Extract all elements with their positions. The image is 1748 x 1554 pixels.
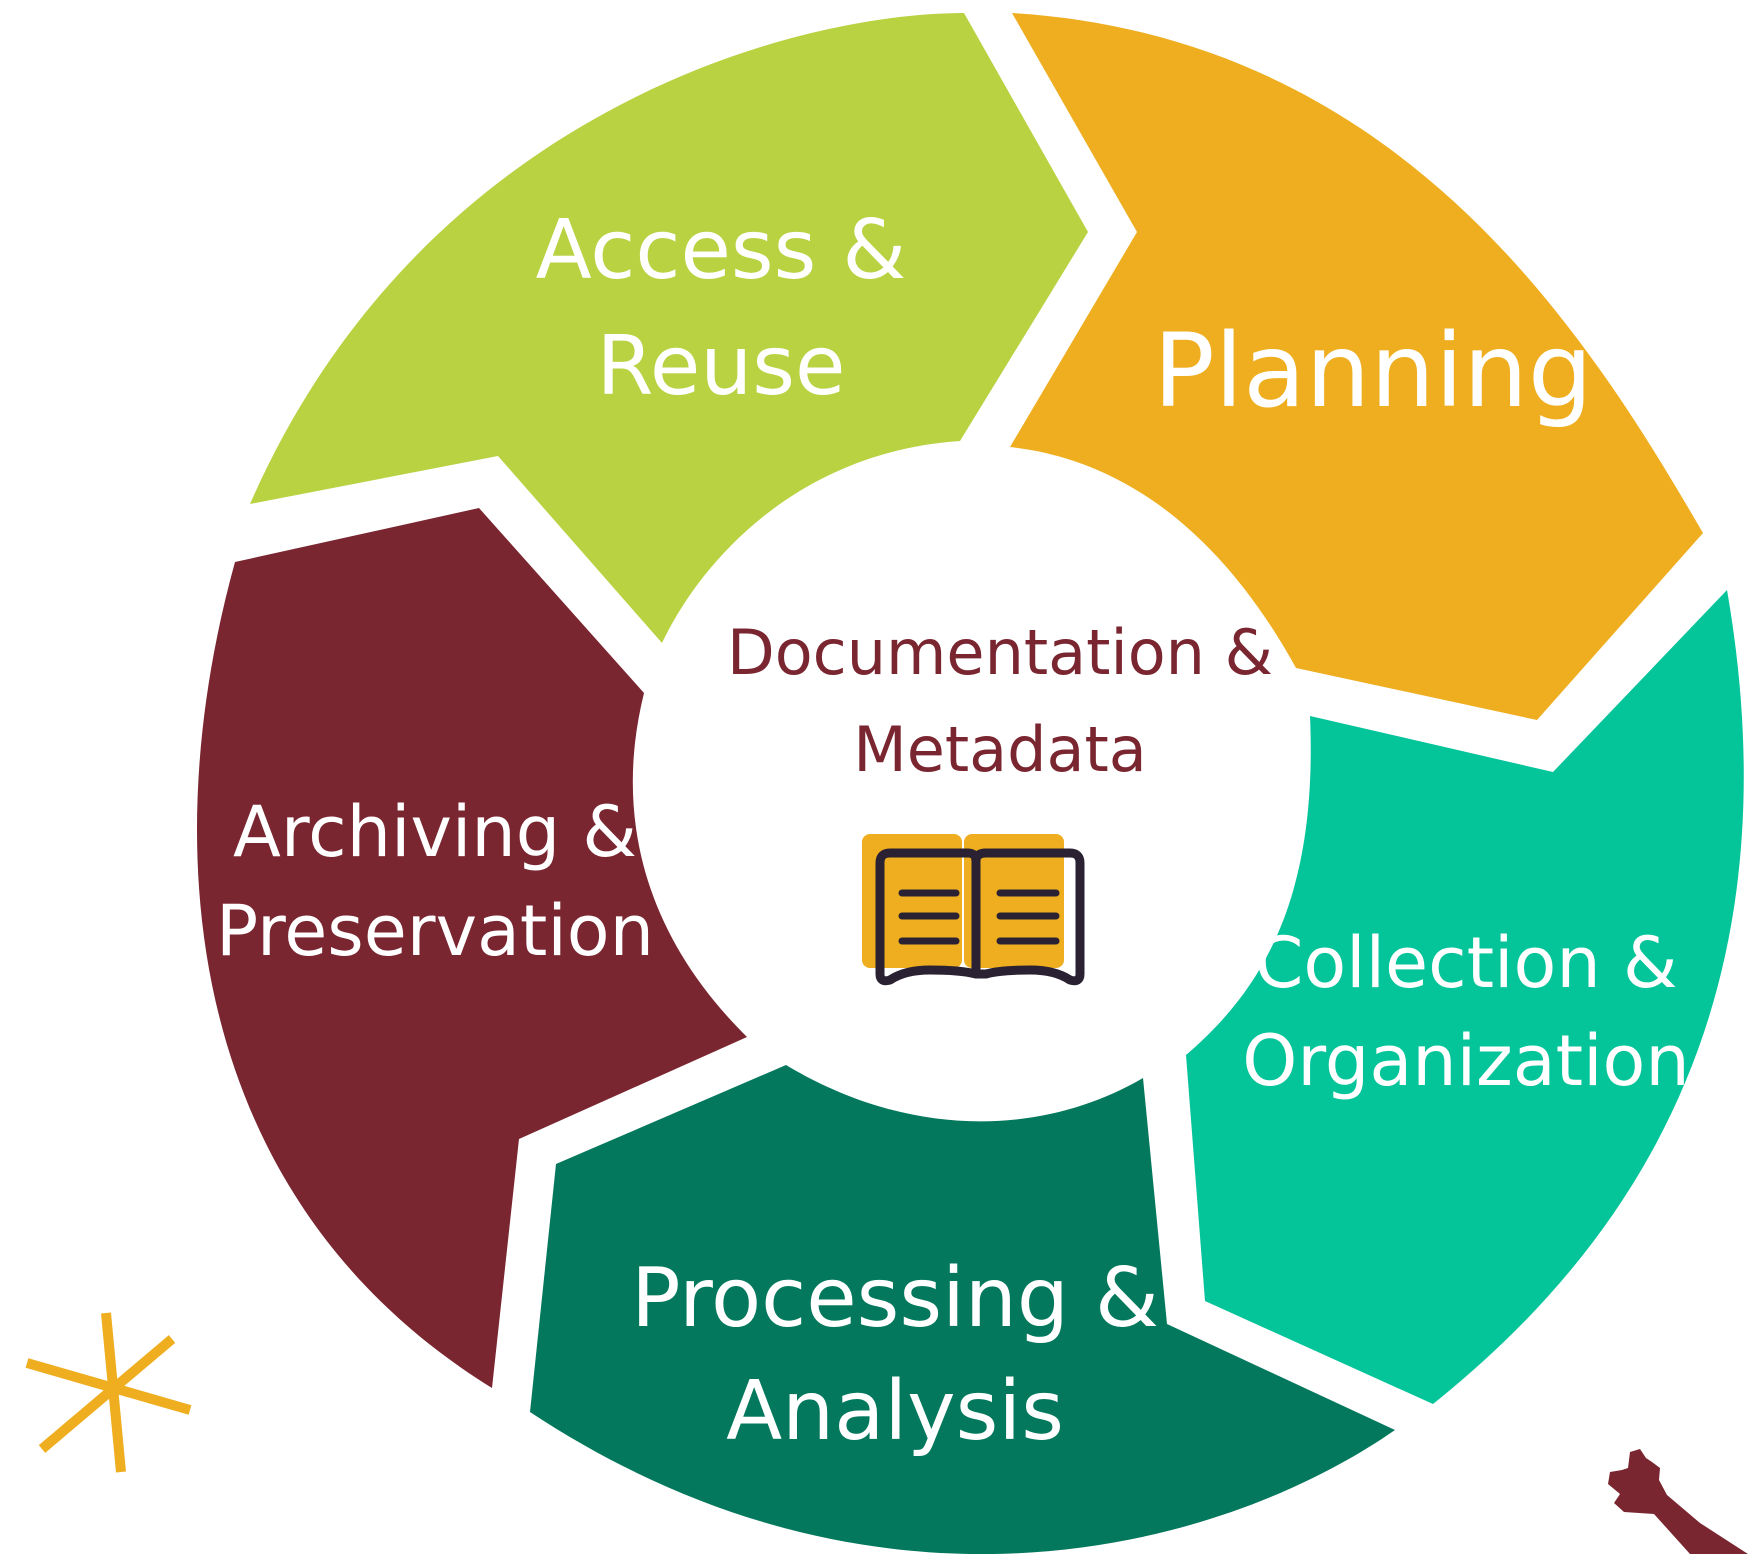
wrench-icon: [1608, 1449, 1748, 1554]
segment-labels: Access & Reuse Planning Collection & Organ…: [216, 203, 1690, 1459]
sparkle-icon: [25, 1312, 192, 1473]
segment-collection-organization[interactable]: [1186, 590, 1744, 1404]
segment-label-line: Analysis: [726, 1364, 1064, 1459]
center-hub: Documentation & Metadata: [727, 616, 1273, 986]
center-label-line: Documentation &: [727, 616, 1273, 689]
segment-label-line: Preservation: [216, 890, 654, 972]
center-label-line: Metadata: [853, 713, 1147, 786]
label-planning: Planning: [1153, 312, 1592, 431]
segment-label-line: Access &: [536, 203, 907, 298]
segment-label-line: Collection &: [1254, 922, 1677, 1004]
segment-label-line: Reuse: [597, 319, 846, 414]
ring-segments: [196, 13, 1744, 1554]
segment-label-line: Organization: [1242, 1020, 1690, 1102]
center-label: Documentation & Metadata: [727, 616, 1273, 786]
segment-label-line: Archiving &: [233, 791, 637, 873]
label-processing-analysis: Processing & Analysis: [631, 1251, 1159, 1459]
segment-label-line: Planning: [1153, 312, 1592, 431]
label-access-reuse: Access & Reuse: [536, 203, 907, 414]
open-book-icon: [862, 834, 1085, 986]
segment-processing-analysis[interactable]: [530, 1065, 1395, 1554]
segment-label-line: Processing &: [631, 1251, 1159, 1346]
wrench-shape: [1608, 1449, 1748, 1554]
segment-access-reuse[interactable]: [250, 13, 1088, 643]
label-collection-organization: Collection & Organization: [1242, 922, 1690, 1102]
book-text-lines: [898, 889, 1060, 945]
book-right-page: [971, 848, 1085, 986]
sparkle-stroke: [38, 1335, 176, 1453]
book-page-back-right: [964, 834, 1064, 968]
book-page-back-left: [862, 834, 962, 968]
label-archiving-preservation: Archiving & Preservation: [216, 791, 654, 972]
segment-planning[interactable]: [1010, 13, 1703, 720]
segment-archiving-preservation[interactable]: [196, 508, 748, 1388]
